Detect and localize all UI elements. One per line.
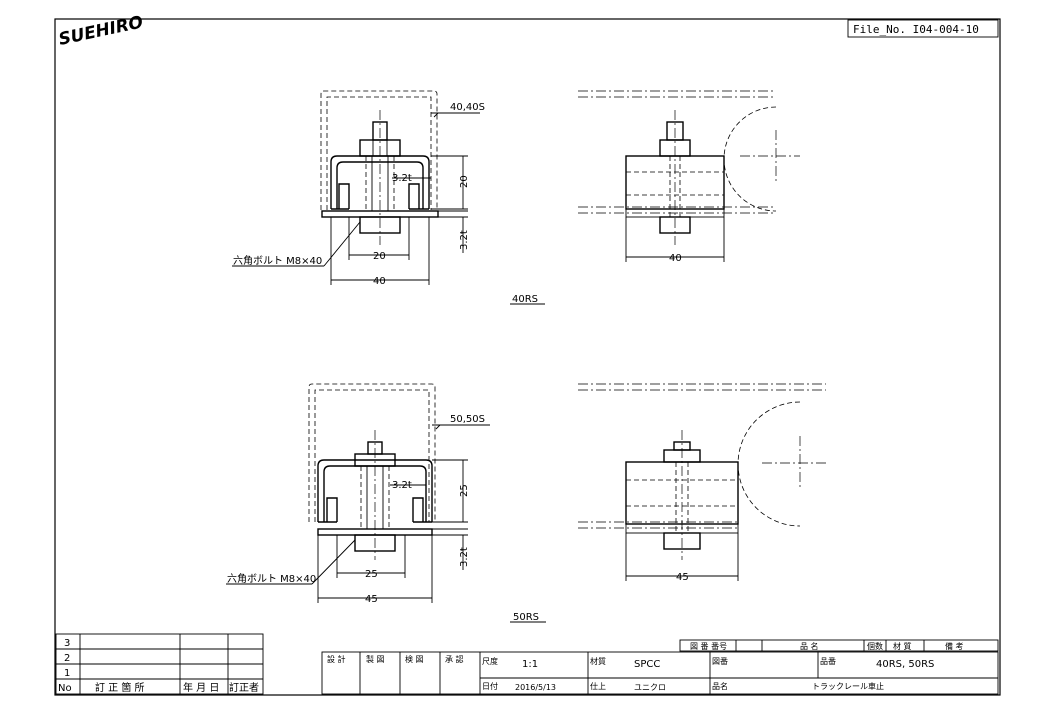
bolt-callout-50: 六角ボルト M8×40 bbox=[227, 573, 316, 585]
part-name-label: 品名 bbox=[712, 681, 728, 691]
part-name-value: トラックレール車止 bbox=[812, 681, 884, 691]
drawing-no-label: 図番 bbox=[712, 656, 728, 666]
material-label: 材質 bbox=[590, 656, 606, 666]
scale-label: 尺度 bbox=[482, 656, 498, 666]
plate-dim-40: 3.2t bbox=[459, 230, 470, 250]
drawing-label-50rs: 50RS bbox=[513, 612, 539, 623]
plate-dim-50: 3.2t bbox=[459, 547, 470, 567]
finish-value: ユニクロ bbox=[634, 683, 666, 692]
date-label: 日付 bbox=[482, 681, 498, 691]
drawing-label-40rs: 40RS bbox=[512, 294, 538, 305]
revision-row-1: 1 bbox=[64, 668, 70, 679]
thickness-callout-40: 3.2t bbox=[392, 173, 412, 184]
revision-header-date: 年 月 日 bbox=[183, 681, 219, 694]
rail-callout-40: 40,40S bbox=[450, 102, 485, 113]
rail-callout-50: 50,50S bbox=[450, 414, 485, 425]
revision-row-2: 2 bbox=[64, 653, 70, 664]
scale-value: 1:1 bbox=[522, 659, 538, 670]
parts-header-name: 品 名 bbox=[800, 641, 819, 651]
front-view-40: 40,40S 3.2t 20 3.2t 20 40 六角ボルト M8×40 bbox=[232, 90, 485, 287]
parts-header-material: 材 質 bbox=[893, 641, 912, 651]
parts-header-remarks: 備 考 bbox=[945, 641, 964, 651]
height-dim-50: 25 bbox=[459, 484, 470, 497]
front-view-50: 50,50S 3.2t 25 3.2t 25 45 六角ボルト M8×40 bbox=[226, 383, 490, 605]
file-no: File_No. I04-004-10 bbox=[853, 23, 979, 36]
approval-check: 検 図 bbox=[405, 654, 424, 664]
thickness-callout-50: 3.2t bbox=[392, 480, 412, 491]
side-view-40: 40 bbox=[578, 90, 800, 264]
revision-header-content: 訂 正 箇 所 bbox=[95, 681, 145, 694]
revision-row-3: 3 bbox=[64, 638, 70, 649]
svg-text:SUEHIRO: SUEHIRO bbox=[57, 12, 145, 49]
inner-width-dim-50: 25 bbox=[365, 569, 378, 580]
approval-drafting: 製 図 bbox=[366, 654, 385, 664]
revision-header-person: 訂正者 bbox=[229, 681, 259, 694]
approval-design: 設 計 bbox=[327, 654, 346, 664]
parts-header-drawing-no: 図 番 番号 bbox=[690, 641, 727, 651]
side-width-dim-40: 40 bbox=[669, 253, 682, 264]
suehiro-logo: SUEHIRO bbox=[57, 12, 145, 49]
side-width-dim-50: 45 bbox=[676, 572, 689, 583]
date-value: 2016/5/13 bbox=[515, 683, 556, 692]
part-no-value: 40RS, 50RS bbox=[876, 659, 934, 670]
revision-block: 3 2 1 No 訂 正 箇 所 年 月 日 訂正者 bbox=[55, 633, 264, 695]
material-value: SPCC bbox=[634, 659, 660, 670]
approval-approve: 承 認 bbox=[445, 654, 464, 664]
title-block: 図 番 番号 品 名 個数 材 質 備 考 設 計 製 図 検 図 承 認 尺度… bbox=[321, 639, 999, 695]
part-no-label: 品番 bbox=[820, 656, 836, 666]
bolt-callout-40: 六角ボルト M8×40 bbox=[233, 255, 322, 267]
outer-width-dim-40: 40 bbox=[373, 276, 386, 287]
sheet-border bbox=[54, 18, 1001, 696]
file-no-box bbox=[847, 19, 999, 38]
parts-header-qty: 個数 bbox=[867, 641, 883, 651]
revision-header-no: No bbox=[58, 683, 72, 694]
inner-width-dim-40: 20 bbox=[373, 251, 386, 262]
finish-label: 仕上 bbox=[590, 681, 606, 691]
outer-width-dim-50: 45 bbox=[365, 594, 378, 605]
height-dim-40: 20 bbox=[459, 175, 470, 188]
side-view-50: 45 bbox=[578, 383, 826, 583]
